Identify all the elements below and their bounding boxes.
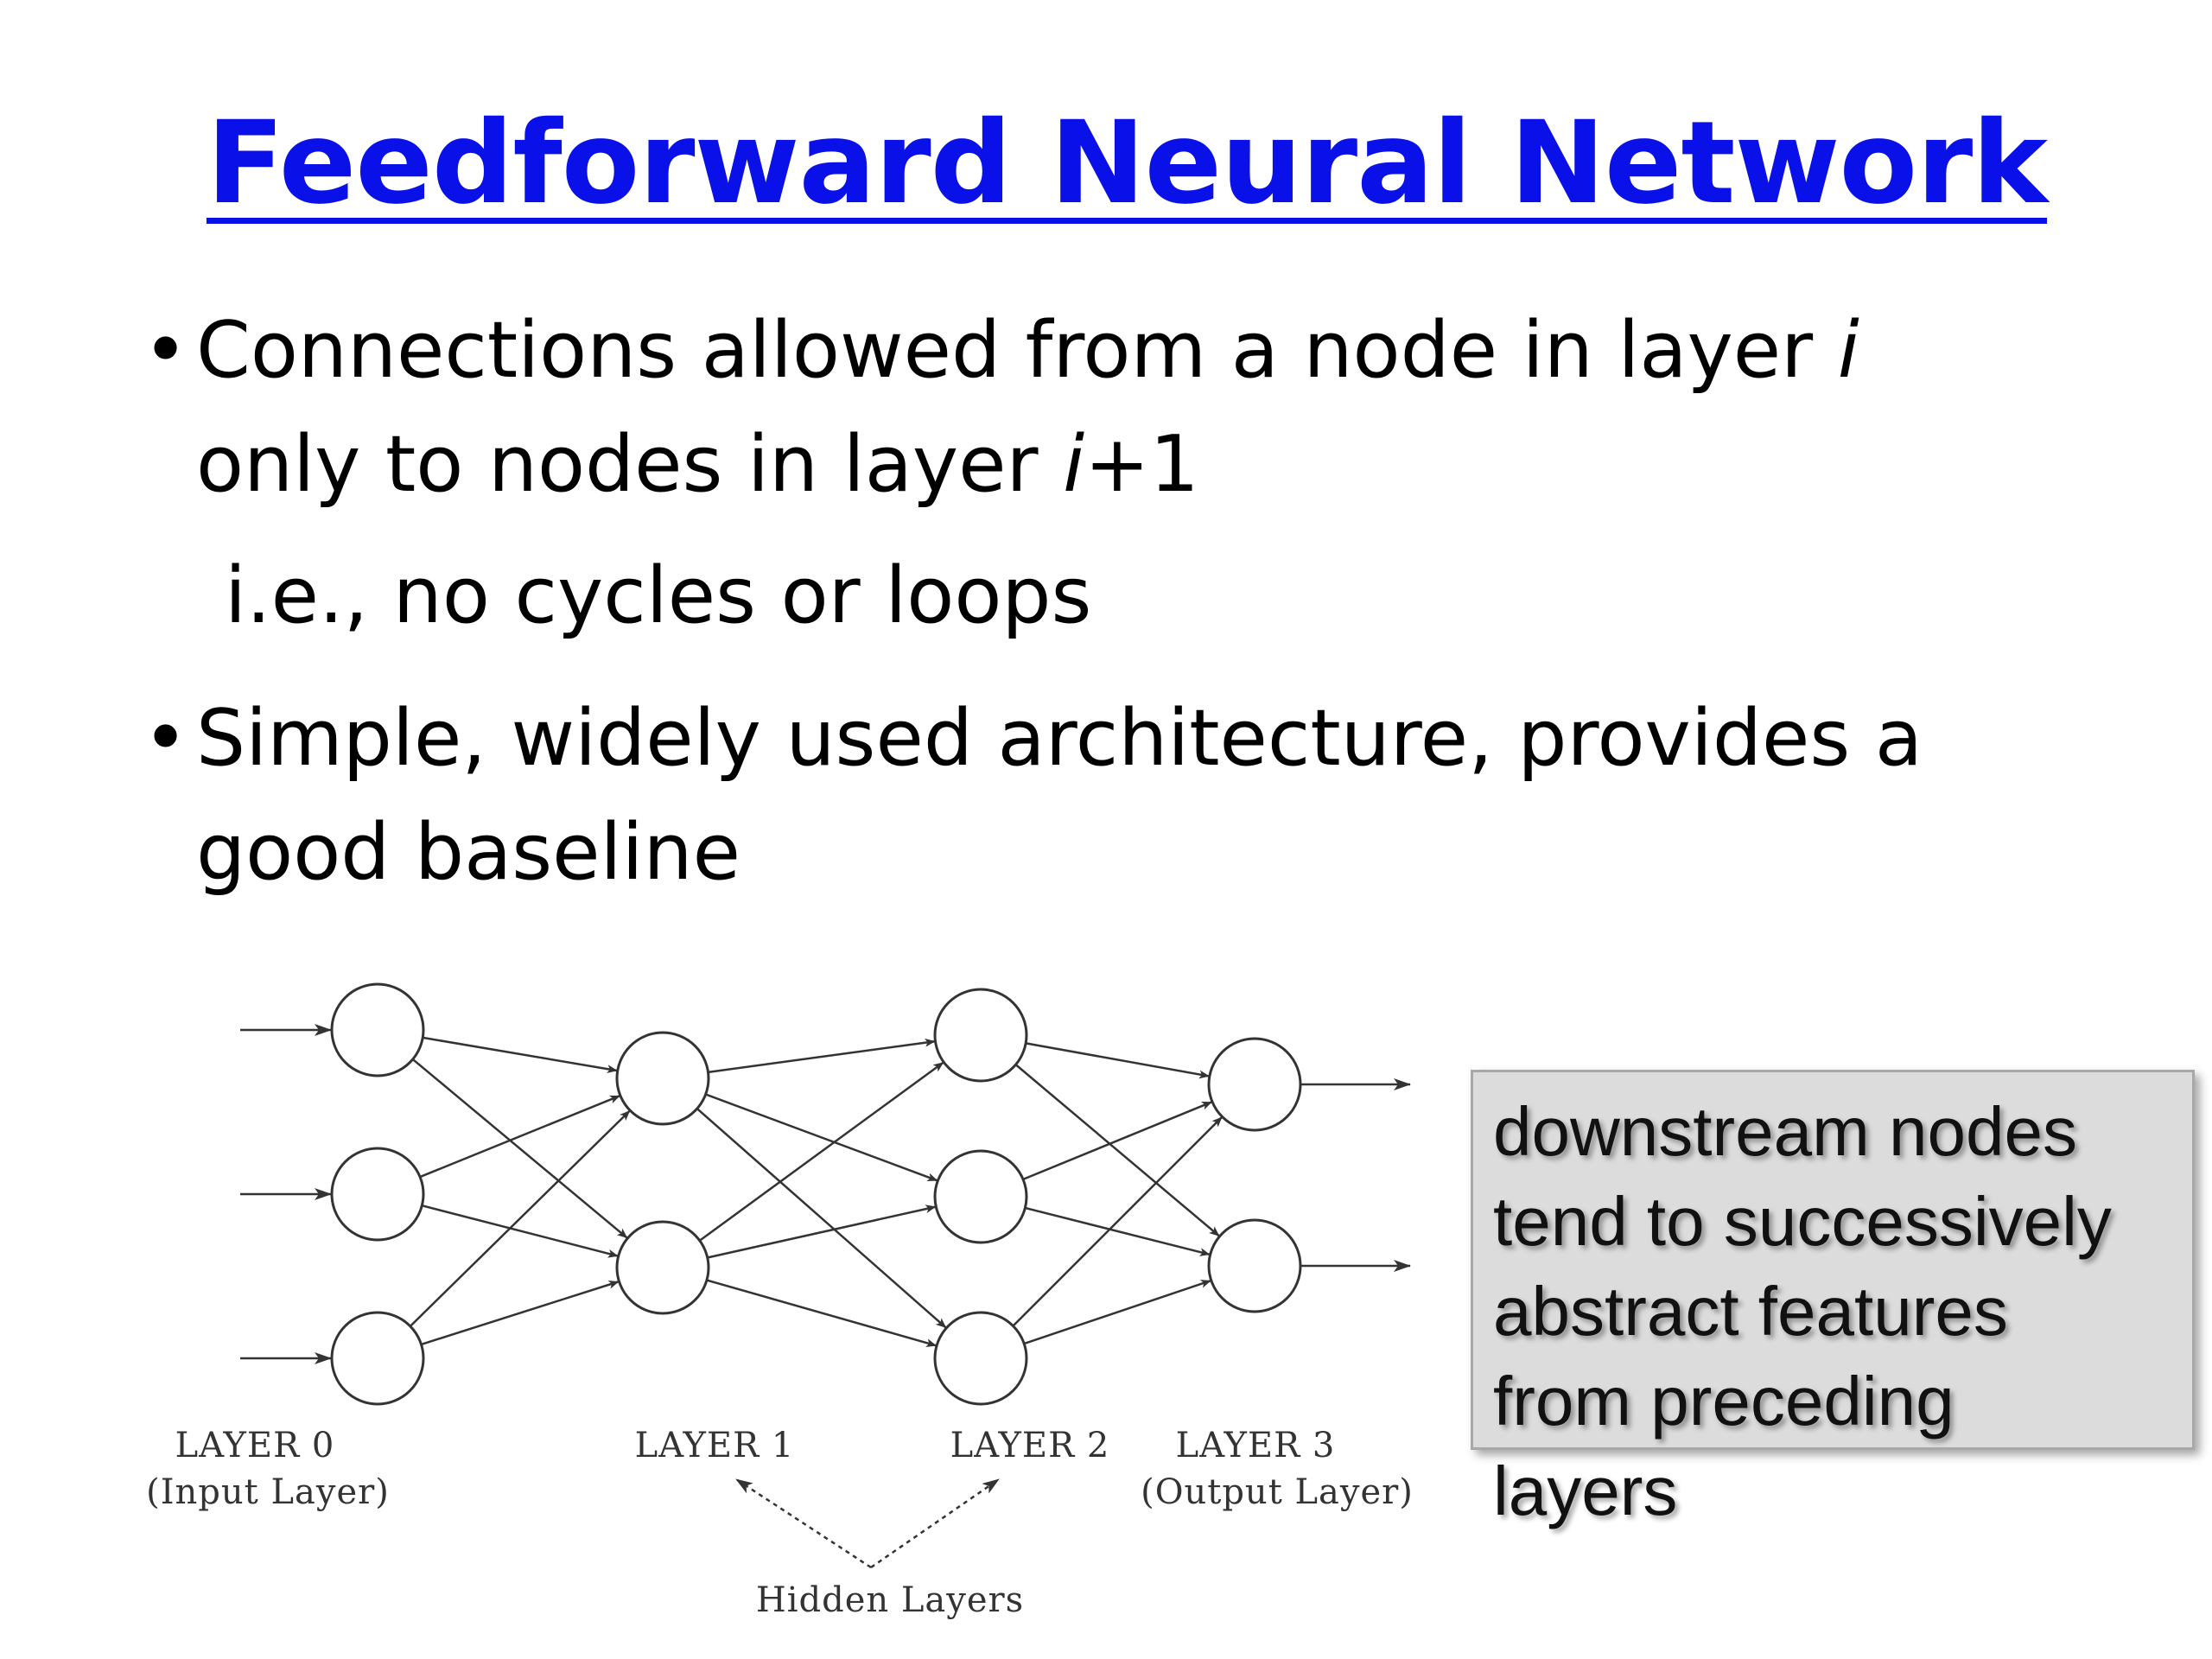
connection-edge [1023,1280,1211,1345]
layer-2-node [933,1149,1028,1244]
text-run-italic: i [1063,419,1085,510]
connection-edge [707,1205,937,1259]
connection-edge [1014,1064,1220,1237]
layer-3-label: LAYER 3 [1176,1426,1336,1465]
input-arrows [240,1024,332,1364]
hidden-pointer-layer-1 [735,1478,872,1569]
text-run-italic: i [1837,305,1859,396]
layer-3-node [1207,1037,1302,1132]
text-run: +1 [1084,419,1199,510]
text-run: Connections allowed from a node in layer [196,305,1838,396]
connection-edge [1025,1206,1211,1256]
callout-box [1471,1070,2195,1450]
connection-edge [421,1280,620,1346]
layer-2-label: LAYER 2 [950,1426,1110,1465]
layer-0-node [330,1147,425,1242]
bullet-line: good baseline [196,807,741,898]
text-run: only to nodes in layer [196,419,1064,510]
connection-edge [706,1279,938,1347]
bullet-connections: • Connections allowed from a node in lay… [143,294,2026,522]
connection-edge [419,1095,620,1179]
layer-0-sublabel: (Input Layer) [146,1472,390,1512]
connection-edge [422,1205,619,1258]
connection-edge [411,1058,628,1239]
connection-edge [699,1061,944,1242]
layer-0-label: LAYER 0 [175,1426,335,1465]
hidden-layers-label: Hidden Layers [756,1580,1024,1620]
layer-3-sublabel: (Output Layer) [1141,1472,1414,1512]
layer-0-node [330,1311,425,1406]
layer-1-label: LAYER 1 [635,1426,795,1465]
bullet-line: Connections allowed from a node in layer… [196,294,2026,408]
layer-1-node [615,1220,710,1315]
bullet-architecture: • Simple, widely used architecture, prov… [143,682,2026,910]
connection-edge [1025,1042,1210,1079]
connection-edge [708,1038,936,1074]
connection-edge [1022,1101,1212,1181]
callout-line: tend to successively [1493,1183,2112,1260]
bullet-text: Connections allowed from a node in layer… [196,294,2026,522]
layer-2-node [933,1311,1028,1406]
connections [409,1036,1223,1347]
callout-line: from preceding [1493,1363,1955,1440]
connection-edge [696,1108,947,1329]
layer-1-node [615,1031,710,1126]
bullet-marker: • [143,693,189,784]
callout-text: downstream nodes tend to successively ab… [1493,1087,2210,1536]
callout-line: abstract features [1493,1273,2008,1350]
bullet-text: Simple, widely used architecture, provid… [196,682,2026,910]
hidden-pointer-layer-2 [870,1478,1000,1569]
bullet-line: Simple, widely used architecture, provid… [196,693,1923,784]
layer-0-node [330,982,425,1077]
bullet-line: only to nodes in layer i+1 [196,408,2026,522]
callout-line: downstream nodes [1493,1093,2077,1170]
connection-edge [705,1093,938,1182]
layer-2-node [933,988,1028,1083]
connection-edge [1012,1116,1223,1327]
slide-title: Feedforward Neural Network [206,97,2048,230]
hidden-layer-pointers [735,1478,1000,1569]
output-arrows [1300,1078,1411,1272]
subpoint-no-cycles: i.e., no cycles or loops [225,550,1092,641]
layer-3-node [1207,1218,1302,1313]
connection-edge [423,1036,618,1074]
callout-line: layers [1493,1452,1678,1529]
nodes [330,982,1302,1406]
connection-edge [409,1109,631,1327]
bullet-marker: • [143,305,189,396]
